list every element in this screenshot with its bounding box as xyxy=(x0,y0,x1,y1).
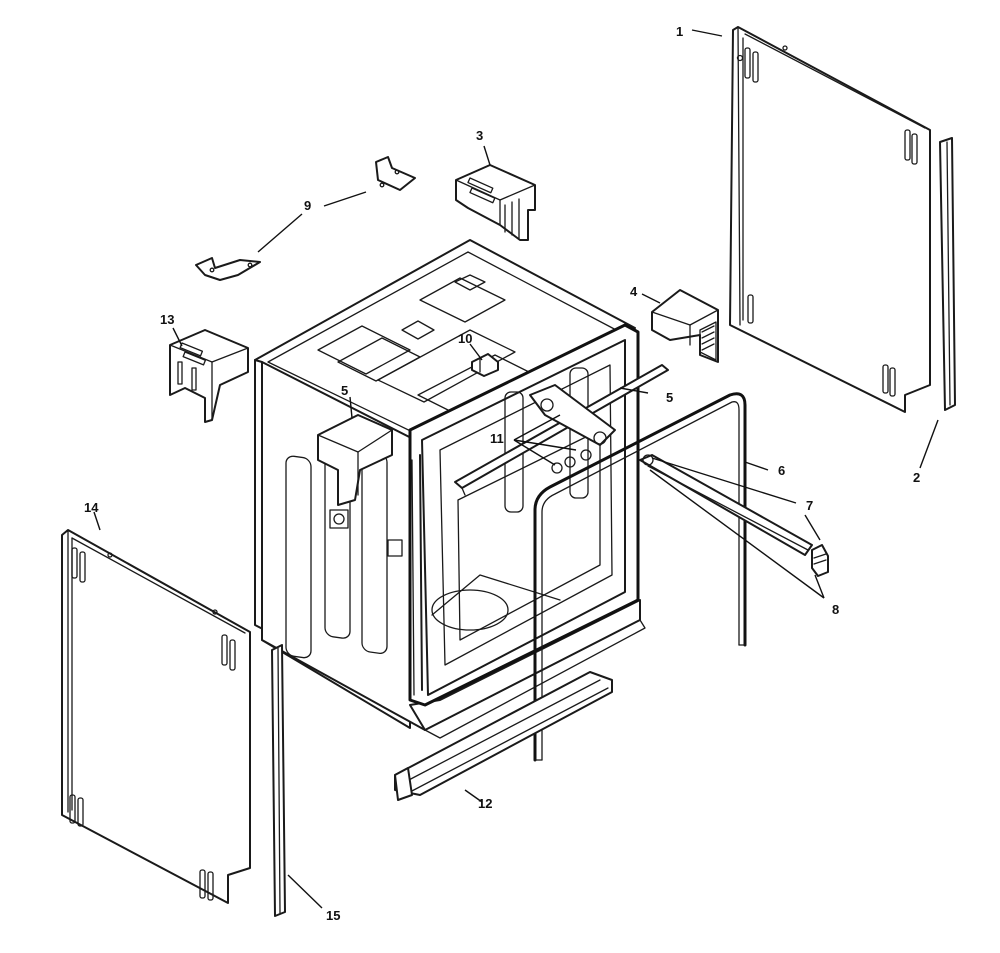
part-1-right-side-panel xyxy=(729,26,931,413)
callout-7: 7 xyxy=(806,498,813,513)
callout-5-left: 5 xyxy=(341,383,348,398)
part-14-left-side-panel xyxy=(61,529,251,904)
callout-14: 14 xyxy=(84,500,99,515)
callout-2: 2 xyxy=(913,470,920,485)
part-2-right-trim-strip xyxy=(939,137,956,411)
callout-4: 4 xyxy=(630,284,638,299)
callout-1: 1 xyxy=(676,24,683,39)
part-11-rollers xyxy=(529,384,616,474)
callout-9: 9 xyxy=(304,198,311,213)
callout-15: 15 xyxy=(326,908,340,923)
callout-3: 3 xyxy=(476,128,483,143)
part-5-upper-rail xyxy=(454,364,669,496)
callout-6: 6 xyxy=(778,463,785,478)
part-6-door-gasket xyxy=(533,392,747,762)
part-3-mounting-bracket xyxy=(455,164,536,241)
part-12-base-rail xyxy=(394,671,613,801)
callout-13: 13 xyxy=(160,312,174,327)
callout-5-right: 5 xyxy=(666,390,673,405)
callout-8: 8 xyxy=(832,602,839,617)
part-9-small-brackets xyxy=(195,156,416,281)
part-4-mounting-bracket xyxy=(651,289,719,363)
callout-11: 11 xyxy=(490,431,504,446)
part-13-mounting-bracket xyxy=(169,329,249,423)
part-15-left-trim-strip xyxy=(271,644,286,917)
leader-lines xyxy=(93,29,939,909)
part-10-clip xyxy=(471,353,499,377)
callout-12: 12 xyxy=(478,796,492,811)
callout-labels: 1 2 3 4 5 5 6 7 8 9 10 11 12 13 14 15 xyxy=(84,24,920,923)
part-7-8-rod-assembly xyxy=(639,454,829,577)
dishwasher-tub xyxy=(254,239,646,739)
callout-10: 10 xyxy=(458,331,472,346)
